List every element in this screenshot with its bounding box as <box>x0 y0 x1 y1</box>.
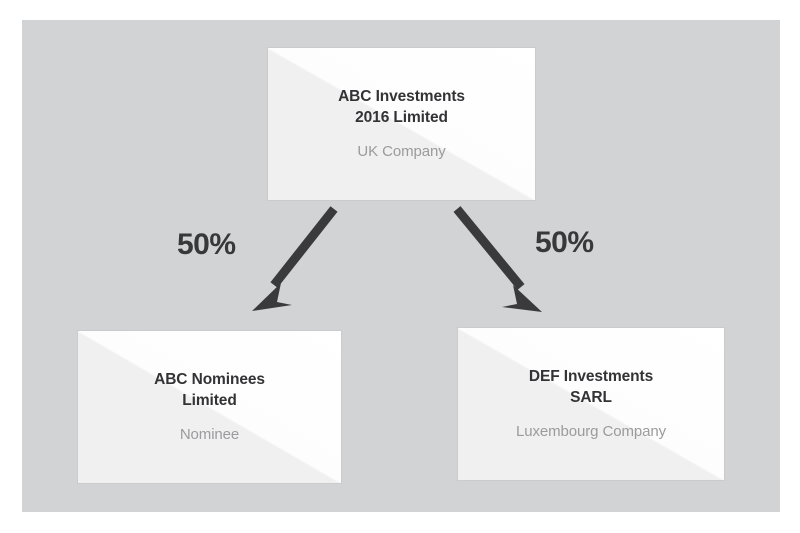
entity-box-child-left[interactable]: ABC Nominees Limited Nominee <box>78 331 341 483</box>
entity-title-child-left: ABC Nominees Limited <box>154 370 265 409</box>
entity-box-child-right[interactable]: DEF Investments SARL Luxembourg Company <box>458 328 724 480</box>
entity-subtitle-child-left: Nominee <box>179 425 240 443</box>
entity-subtitle-parent: UK Company <box>357 142 446 160</box>
entity-box-parent[interactable]: ABC Investments 2016 Limited UK Company <box>268 48 535 200</box>
edge-label-left-percent: 50% <box>177 228 236 261</box>
entity-title-parent: ABC Investments 2016 Limited <box>338 87 465 126</box>
entity-subtitle-child-right: Luxembourg Company <box>516 422 666 440</box>
entity-title-child-right: DEF Investments SARL <box>528 367 654 406</box>
edge-label-right-percent: 50% <box>535 226 594 259</box>
